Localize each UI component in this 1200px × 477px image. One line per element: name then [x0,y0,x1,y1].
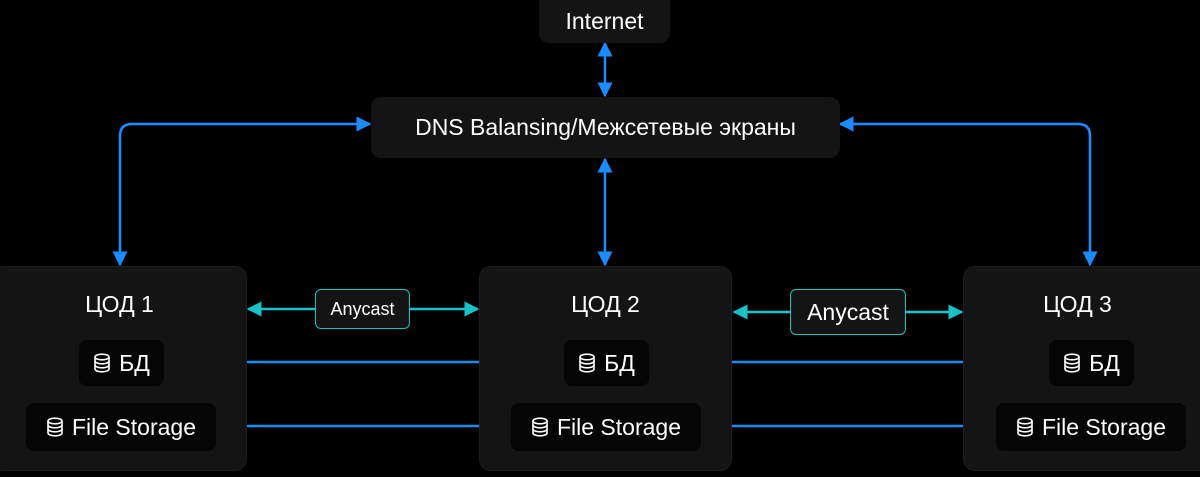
datacenter-1-storage: File Storage [26,403,216,451]
database-icon [579,353,595,373]
database-icon [1017,417,1033,437]
internet-node: Internet [539,0,670,43]
datacenter-3-title: ЦОД 3 [1043,291,1112,317]
datacenter-3-storage-label: File Storage [1041,413,1166,440]
datacenter-1-db-label: БД [119,349,150,376]
datacenter-2-storage: File Storage [511,403,701,451]
datacenter-2-db-label: БД [604,349,635,376]
datacenter-1-db: БД [79,340,164,386]
datacenter-2: ЦОД 2 БД File Storage [479,266,732,471]
dns-node: DNS Balansing/Межсетевые экраны [371,97,840,158]
datacenter-1-storage-label: File Storage [71,413,196,440]
database-icon [532,417,548,437]
datacenter-1-title: ЦОД 1 [85,291,154,317]
datacenter-3-db: БД [1049,340,1134,386]
datacenter-3: ЦОД 3 БД File Storage [963,266,1200,471]
anycast-label-2: Anycast [790,289,906,335]
dns-label: DNS Balansing/Межсетевые экраны [415,114,796,140]
datacenter-2-storage-label: File Storage [556,413,681,440]
anycast-label-2-text: Anycast [807,298,889,325]
datacenter-2-title: ЦОД 2 [571,291,640,317]
link-dns-dc1 [112,116,372,267]
database-icon [1064,353,1080,373]
database-icon [94,353,110,373]
datacenter-2-db: БД [564,340,649,386]
link-dns-dc3 [838,116,1098,267]
datacenter-3-storage: File Storage [996,403,1186,451]
datacenter-3-db-label: БД [1089,349,1120,376]
internet-label: Internet [565,8,644,34]
datacenter-1: ЦОД 1 БД File Storage [0,266,247,471]
database-icon [47,417,63,437]
anycast-label-1: Anycast [315,289,410,329]
anycast-label-1-text: Anycast [330,298,395,319]
